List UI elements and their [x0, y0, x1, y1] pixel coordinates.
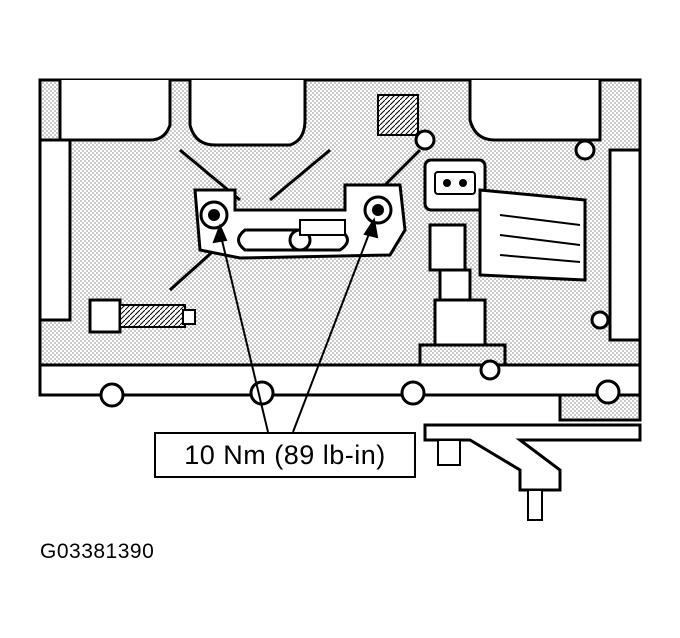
lower-bracket: [423, 423, 642, 521]
manual-valve-bracket: [193, 183, 407, 260]
gear-stack: [377, 94, 419, 136]
bolt-right: [363, 195, 393, 225]
bolt-left: [199, 200, 229, 230]
torque-callout: 10 Nm (89 lb-in): [154, 432, 416, 478]
housing-bolts: [99, 129, 621, 408]
threaded-rod: [88, 298, 196, 334]
solenoid-assembly: [418, 188, 587, 367]
electrical-connector: [423, 158, 487, 212]
callout-arrows: [212, 217, 379, 433]
figure-id-label: G03381390: [40, 540, 155, 563]
